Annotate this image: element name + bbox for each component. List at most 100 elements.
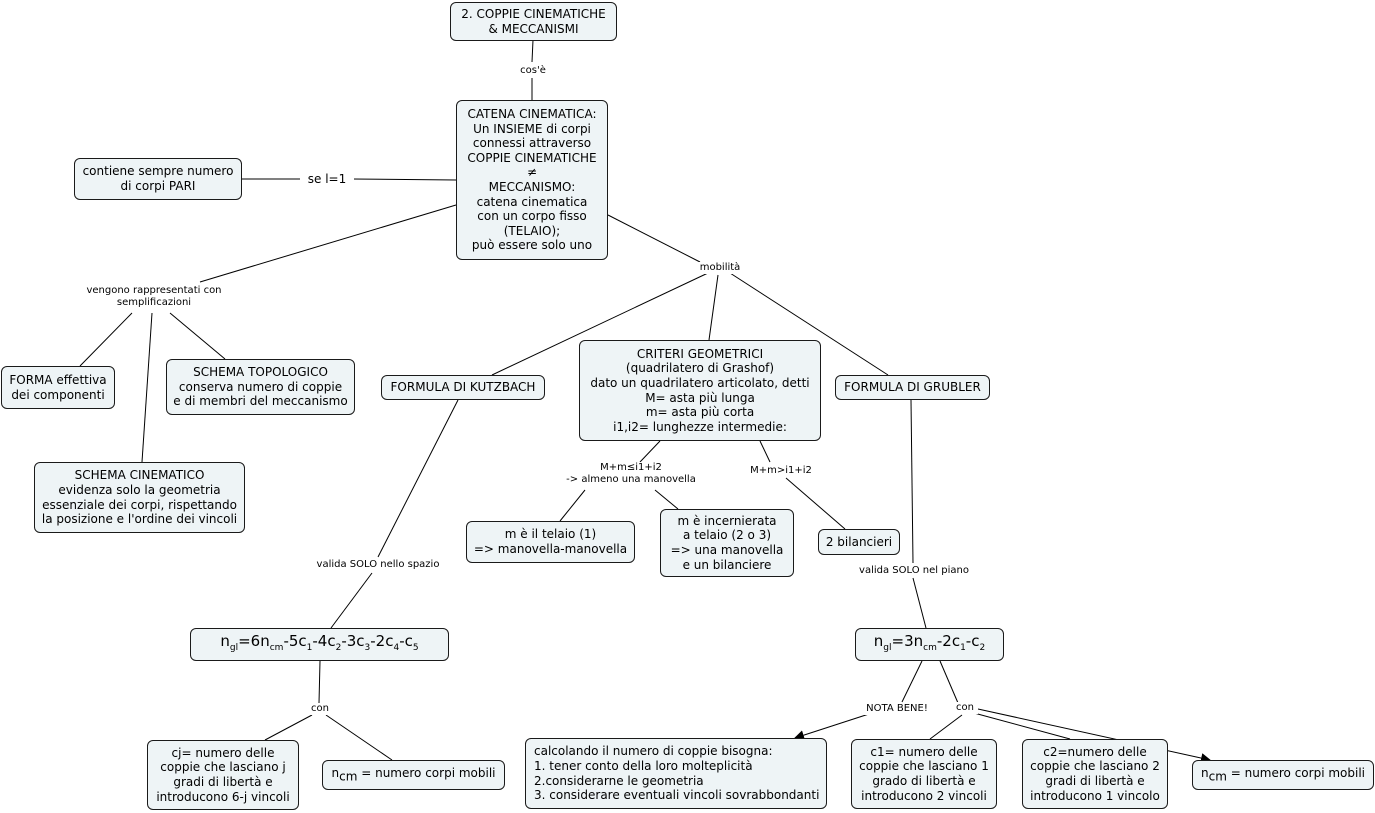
node-c1-line: coppie che lasciano 1 xyxy=(859,759,989,774)
link-notabene-calcolando xyxy=(794,712,873,740)
node-catena-cinematica-line: con un corpo fisso xyxy=(477,209,587,224)
label-vengono-line: vengono rappresentati con xyxy=(86,285,222,296)
link-root-cose xyxy=(531,39,534,63)
node-root-line: & MECCANISMI xyxy=(488,21,579,36)
node-ncm-right[interactable]: ncm = numero corpi mobili xyxy=(1192,760,1374,790)
label-nota-bene: NOTA BENE! xyxy=(864,703,930,715)
formula-term: n xyxy=(1201,766,1209,780)
formula-subscript: 2 xyxy=(979,642,986,653)
node-c1-line: c1= numero delle xyxy=(870,744,978,759)
label-mm1-line: -> almeno una manovella xyxy=(566,474,696,485)
formula-text: ngl=3ncm-2c1-c2 xyxy=(873,631,986,656)
link-conR-c1 xyxy=(929,714,963,740)
node-formula-kutzbach-expr[interactable]: ngl=6ncm-5c1-4c2-3c3-2c4-c5 xyxy=(190,628,449,661)
formula-subscript: cm xyxy=(269,642,284,653)
node-cj-line: coppie che lasciano j xyxy=(160,760,286,775)
label-se-l1: se l=1 xyxy=(300,172,354,186)
formula-subscript: cm xyxy=(923,642,937,653)
label-spazio: valida SOLO nello spazio xyxy=(314,559,442,571)
node-incernierata-line: m è incernierata xyxy=(677,513,777,528)
formula-term: -3c xyxy=(341,631,365,650)
node-c2-line: gradi di libertà e xyxy=(1045,774,1145,788)
link-catena-sel1 xyxy=(351,178,457,181)
node-calcolando-line: 1. tener conto della loro molteplicità xyxy=(534,758,753,773)
link-formulaG-conR xyxy=(939,660,959,704)
link-catena-vengono xyxy=(199,204,457,283)
formula-term: = numero corpi mobili xyxy=(1226,766,1365,780)
node-c1-line: grado di libertà e xyxy=(872,774,976,788)
node-c1-line: introducono 2 vincoli xyxy=(861,788,987,803)
formula-subscript: 1 xyxy=(306,642,313,653)
formula-term: -2c xyxy=(370,631,394,650)
formula-term: -c xyxy=(965,631,980,650)
node-catena-cinematica-line: connessi attraverso xyxy=(472,136,592,151)
node-root-line: 2. COPPIE CINEMATICHE xyxy=(461,6,606,21)
node-forma-effettiva-line: dei componenti xyxy=(11,387,105,402)
node-cj-line: cj= numero delle xyxy=(171,745,275,760)
node-criteri-geometrici-line: m= asta più corta xyxy=(645,405,755,420)
label-mm2-line: M+m>i1+i2 xyxy=(750,465,812,476)
formula-term: n xyxy=(873,631,884,650)
label-nota-bene-line: NOTA BENE! xyxy=(866,703,928,714)
node-c2-line: coppie che lasciano 2 xyxy=(1030,759,1160,774)
node-criteri-geometrici-line: i1,i2= lunghezze intermedie: xyxy=(613,419,787,434)
node-cj-line: introducono 6-j vincoli xyxy=(156,789,290,804)
formula-term: n xyxy=(331,766,340,780)
node-formula-grubler[interactable]: FORMULA DI GRUBLER xyxy=(835,375,990,400)
link-conL-ncmL xyxy=(325,714,393,761)
node-corpi-pari-line: contiene sempre numero xyxy=(82,164,234,179)
node-schema-cinematico-line: la posizione e l'ordine dei vincoli xyxy=(41,512,238,527)
formula-term: n xyxy=(220,631,230,650)
formula-term: -4c xyxy=(312,631,336,650)
link-vengono-forma xyxy=(79,312,133,367)
label-cose: cos'è xyxy=(512,65,554,77)
node-bilancieri[interactable]: 2 bilancieri xyxy=(818,529,900,555)
link-mobilita-criteri xyxy=(708,274,719,341)
formula-subscript: 4 xyxy=(393,642,400,653)
link-conL-cj xyxy=(264,714,313,741)
formula-term: =3n xyxy=(891,631,924,650)
link-conR-c2 xyxy=(973,712,1071,740)
node-formula-kutzbach[interactable]: FORMULA DI KUTZBACH xyxy=(381,375,545,400)
node-calcolando[interactable]: calcolando il numero di coppie bisogna:1… xyxy=(525,738,827,809)
label-mobilita-line: mobilità xyxy=(699,262,741,273)
node-bilancieri-line: 2 bilancieri xyxy=(825,534,893,549)
node-cj-line: gradi di libertà e xyxy=(173,775,273,789)
formula-subscript: 5 xyxy=(412,642,419,653)
link-formulaK-conL xyxy=(318,660,321,704)
node-telaio[interactable]: m è il telaio (1)=> manovella-manovella xyxy=(466,521,635,563)
label-vengono-line: semplificazioni xyxy=(116,297,192,308)
link-mm1-telaio xyxy=(559,489,586,522)
link-vengono-cinematico xyxy=(141,312,153,463)
node-incernierata-line: => una manovella xyxy=(670,543,784,557)
formula-text: ngl=6ncm-5c1-4c2-3c3-2c4-c5 xyxy=(220,631,419,656)
node-formula-grubler-expr[interactable]: ngl=3ncm-2c1-c2 xyxy=(855,628,1004,661)
node-catena-cinematica-line: può essere solo uno xyxy=(471,238,593,253)
link-mm1-incernierata xyxy=(654,489,679,510)
node-catena-cinematica-line: MECCANISMO: xyxy=(488,180,576,194)
node-ncm-left[interactable]: ncm = numero corpi mobili xyxy=(322,760,505,790)
node-criteri-geometrici-line: dato un quadrilatero articolato, detti xyxy=(590,375,810,390)
node-calcolando-line: 3. considerare eventuali vincoli sovrabb… xyxy=(534,788,820,803)
node-incernierata-line: e un bilanciere xyxy=(682,557,772,572)
node-catena-cinematica-line: catena cinematica xyxy=(476,194,588,209)
node-telaio-line: m è il telaio (1) xyxy=(504,527,597,542)
node-schema-topologico-line: conserva numero di coppie xyxy=(178,379,343,394)
formula-subscript: cm xyxy=(1208,769,1227,784)
node-criteri-geometrici[interactable]: CRITERI GEOMETRICI(quadrilatero di Grash… xyxy=(579,340,821,441)
link-mobilita-grubler xyxy=(729,272,889,376)
link-grubler-piano xyxy=(910,399,914,564)
link-piano-formulaG xyxy=(912,577,927,629)
node-root[interactable]: 2. COPPIE CINEMATICHE& MECCANISMI xyxy=(450,2,617,41)
node-calcolando-line: calcolando il numero di coppie bisogna: xyxy=(534,744,773,759)
